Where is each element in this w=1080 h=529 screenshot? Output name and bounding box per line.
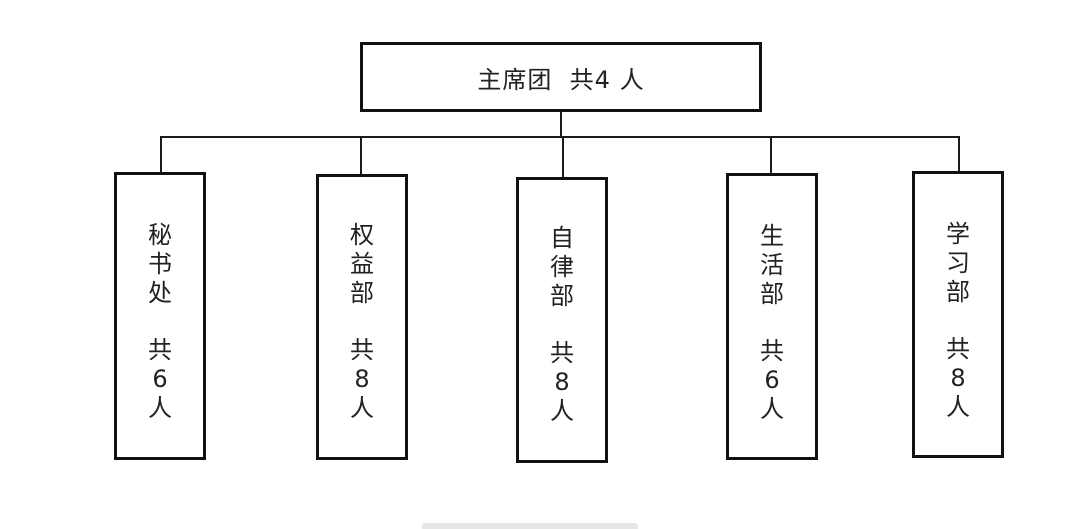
dept-name-char: 部 bbox=[760, 280, 784, 308]
dept-count-char: 6 bbox=[764, 366, 780, 394]
dept-count-char: 8 bbox=[354, 365, 370, 393]
dept-count-char: 共 bbox=[148, 336, 172, 364]
dept-count-char: 共 bbox=[550, 339, 574, 367]
dept-name-char: 书 bbox=[148, 250, 172, 278]
dept-node-self-discipline: 自 律 部 共 8 人 bbox=[516, 177, 608, 463]
dept-name-char: 益 bbox=[350, 250, 374, 278]
dept-name-char: 自 bbox=[550, 224, 574, 252]
dept-name-char: 部 bbox=[550, 282, 574, 310]
dept-name-char: 秘 bbox=[148, 221, 172, 249]
dept-name-char: 权 bbox=[350, 221, 374, 249]
horizontal-connector bbox=[160, 136, 960, 138]
root-drop-connector bbox=[560, 112, 562, 138]
dept-name-char: 部 bbox=[946, 278, 970, 306]
connector-dept-4 bbox=[770, 136, 772, 173]
dept-name-char: 处 bbox=[148, 279, 172, 307]
connector-dept-2 bbox=[360, 136, 362, 174]
connector-dept-3 bbox=[562, 136, 564, 177]
scroll-indicator bbox=[422, 523, 638, 529]
dept-node-label: 秘 书 处 共 6 人 bbox=[117, 221, 203, 423]
dept-count-char: 人 bbox=[350, 394, 374, 422]
dept-count-char: 6 bbox=[152, 365, 168, 393]
dept-node-rights: 权 益 部 共 8 人 bbox=[316, 174, 408, 460]
dept-count-char: 共 bbox=[350, 336, 374, 364]
connector-dept-5 bbox=[958, 136, 960, 171]
dept-node-life: 生 活 部 共 6 人 bbox=[726, 173, 818, 460]
dept-node-label: 自 律 部 共 8 人 bbox=[519, 224, 605, 426]
dept-count-char: 8 bbox=[950, 364, 966, 392]
dept-node-label: 权 益 部 共 8 人 bbox=[319, 221, 405, 423]
dept-count-char: 人 bbox=[946, 393, 970, 421]
dept-count-char: 人 bbox=[148, 394, 172, 422]
root-node-label: 主席团 共4 人 bbox=[477, 65, 645, 94]
dept-name-char: 部 bbox=[350, 279, 374, 307]
dept-name-char: 习 bbox=[946, 249, 970, 277]
dept-node-label: 生 活 部 共 6 人 bbox=[729, 222, 815, 424]
dept-count-char: 人 bbox=[760, 395, 784, 423]
connector-dept-1 bbox=[160, 136, 162, 172]
dept-node-study: 学 习 部 共 8 人 bbox=[912, 171, 1004, 458]
dept-node-secretariat: 秘 书 处 共 6 人 bbox=[114, 172, 206, 460]
dept-name-char: 律 bbox=[550, 253, 574, 281]
dept-count-char: 人 bbox=[550, 397, 574, 425]
dept-count-char: 共 bbox=[946, 335, 970, 363]
dept-name-char: 学 bbox=[946, 220, 970, 248]
dept-count-char: 共 bbox=[760, 337, 784, 365]
root-node-presidium: 主席团 共4 人 bbox=[360, 42, 762, 112]
dept-name-char: 活 bbox=[760, 251, 784, 279]
dept-node-label: 学 习 部 共 8 人 bbox=[915, 220, 1001, 422]
dept-name-char: 生 bbox=[760, 222, 784, 250]
dept-count-char: 8 bbox=[554, 368, 570, 396]
